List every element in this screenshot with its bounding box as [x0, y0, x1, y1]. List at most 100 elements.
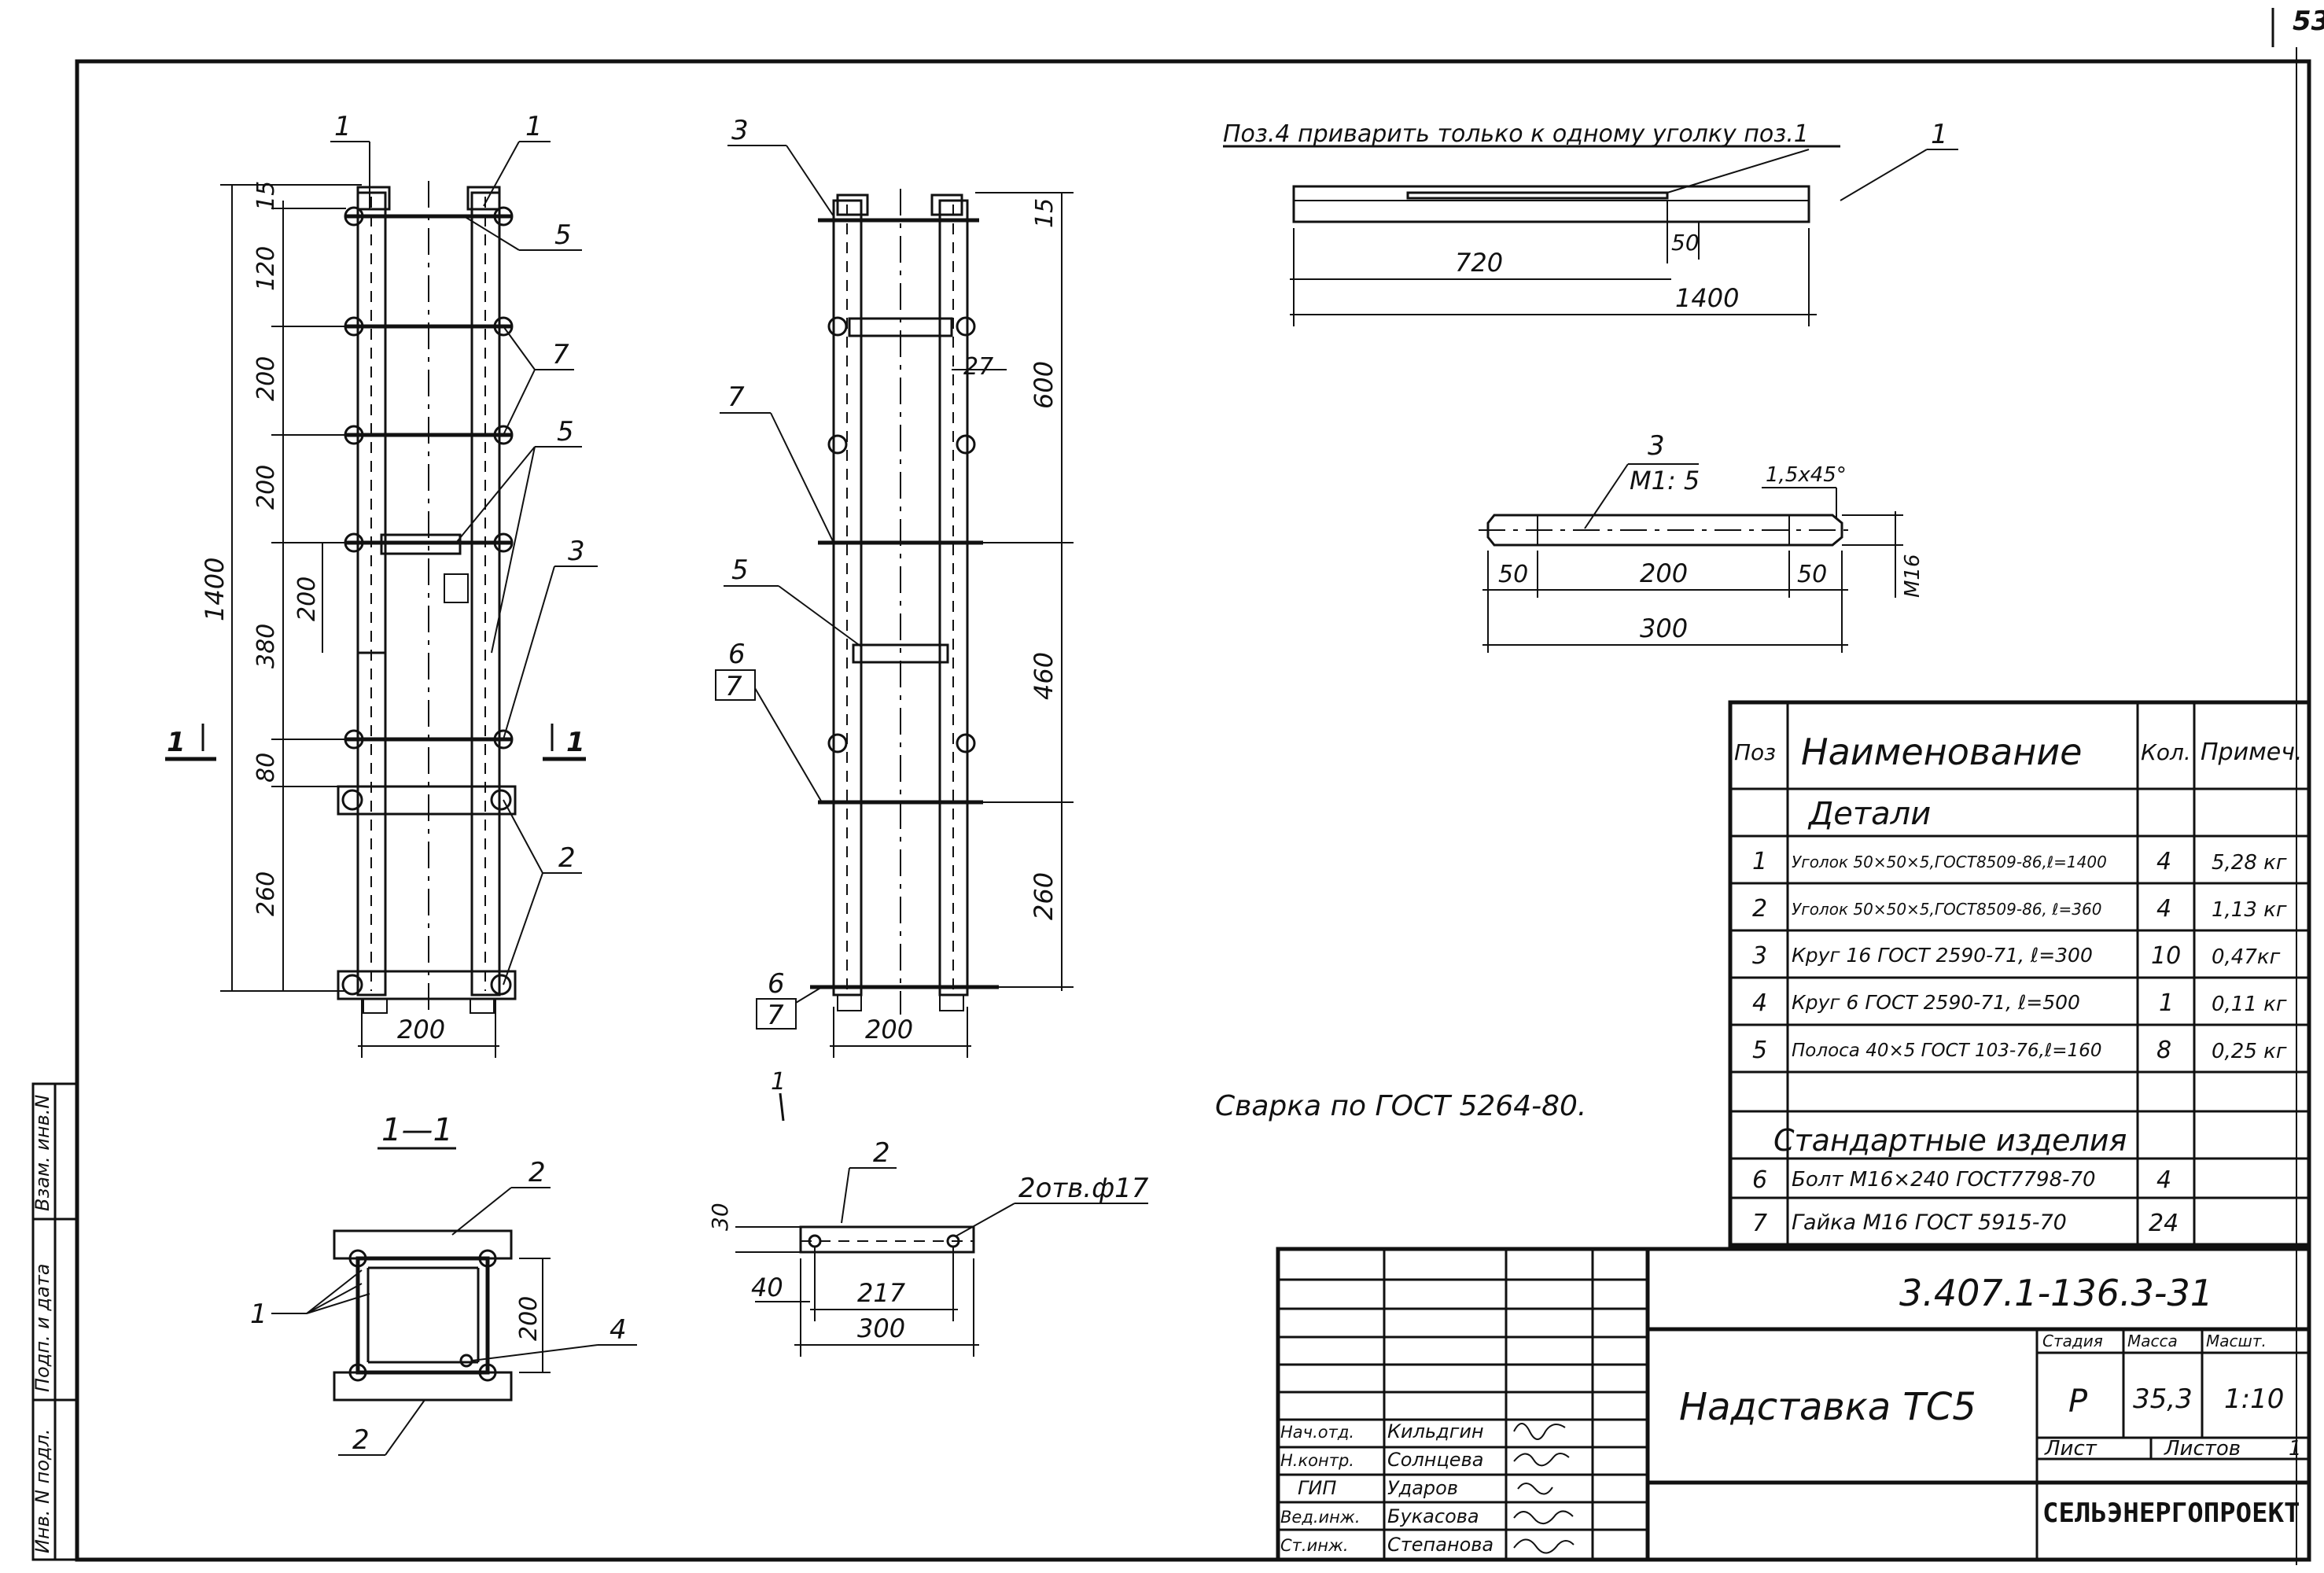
- sheets-label: Листов: [2164, 1437, 2241, 1461]
- left-stamp-strip: Инв. N подл. Подп. и дата Взам. инв.N: [31, 1082, 79, 1561]
- section-angle-top: [333, 1229, 513, 1260]
- spec-header-qty: Кол.: [2141, 739, 2191, 765]
- front-dim-15: 15: [252, 181, 280, 211]
- mass-label: Масса: [2127, 1332, 2178, 1350]
- front-callout-2: 2: [558, 842, 576, 874]
- spec-row-1-name: Уголок 50×50×5,ГОСТ8509-86,ℓ=1400: [1792, 853, 2107, 871]
- detail4-dim-50: 50: [1671, 230, 1700, 256]
- front-dim-200-b: 200: [252, 465, 280, 510]
- spec-row-4-name: Круг 6 ГОСТ 2590-71, ℓ=500: [1792, 991, 2080, 1014]
- spec-header-note: Примеч.: [2201, 739, 2302, 766]
- staff-role-2: Н.контр.: [1280, 1451, 1354, 1470]
- staff-list: Нач.отд. Кильдгин Н.контр. Солнцева ГИП …: [1280, 1420, 1493, 1556]
- front-post-left: [356, 191, 387, 996]
- section-callout-2a: 2: [529, 1157, 546, 1188]
- side-callouts: 3 7 5 6 7 6 7: [715, 115, 862, 1031]
- detail2-dim-300: 300: [857, 1313, 905, 1343]
- front-dim-120: 120: [252, 246, 280, 291]
- spec-section-details: Детали: [1807, 796, 1931, 832]
- sheet-label: Лист: [2044, 1437, 2097, 1461]
- front-top-tab-right: [466, 186, 501, 211]
- staff-name-2: Солнцева: [1387, 1449, 1483, 1471]
- strip-inv-label: Инв. N подл.: [31, 1428, 53, 1553]
- side-dim-bottom: 200: [865, 1015, 913, 1044]
- signatures: [1513, 1423, 1575, 1554]
- sheets-value: 1: [2289, 1437, 2302, 1461]
- spec-row-6-pos: 6: [1752, 1166, 1767, 1194]
- section-inner-lines: [366, 1266, 480, 1364]
- side-dim-15: 15: [1031, 198, 1059, 228]
- section-angle-bottom: [333, 1371, 513, 1402]
- front-callout-5a: 5: [554, 219, 572, 251]
- staff-role-1: Нач.отд.: [1280, 1423, 1354, 1442]
- spec-row-5-qty: 8: [2156, 1037, 2171, 1064]
- spec-row-4-note: 0,11 кг: [2212, 993, 2287, 1016]
- detail3-callout: 3: [1648, 430, 1665, 462]
- side-dim-27: 27: [963, 353, 993, 381]
- stage-label: Стадия: [2042, 1332, 2103, 1350]
- section-mark-left: 1: [167, 727, 186, 758]
- spec-row-4-qty: 1: [2159, 989, 2174, 1017]
- spec-row-5-name: Полоса 40×5 ГОСТ 103-76,ℓ=160: [1792, 1041, 2101, 1061]
- detail3-dim-50a: 50: [1498, 561, 1528, 588]
- spec-row-3-name: Круг 16 ГОСТ 2590-71, ℓ=300: [1792, 944, 2093, 967]
- front-callout-5b: 5: [557, 416, 574, 448]
- staff-name-3: Ударов: [1387, 1477, 1458, 1499]
- scale-label: Масшт.: [2206, 1332, 2267, 1350]
- detail3-chamfer: 1,5x45°: [1766, 463, 1847, 487]
- spec-row-2-pos: 2: [1752, 895, 1767, 923]
- side-callout-7: 7: [727, 381, 745, 413]
- staff-role-5: Ст.инж.: [1280, 1536, 1349, 1555]
- org-name: СЕЛЬЭНЕРГОПРОЕКТ: [2042, 1497, 2300, 1529]
- front-dim-380: 380: [252, 624, 280, 669]
- staff-name-1: Кильдгин: [1387, 1420, 1484, 1442]
- front-dim-200-c: 200: [293, 577, 321, 621]
- spec-row-1-pos: 1: [1752, 848, 1767, 875]
- side-callout-7a: 7: [725, 671, 742, 702]
- sheet-frame: [75, 59, 2311, 1562]
- side-dim-260: 260: [1029, 872, 1059, 920]
- spec-table: Поз Наименование Кол. Примеч. Детали Ста…: [1728, 700, 2311, 1247]
- side-dim-600: 600: [1029, 361, 1059, 409]
- spec-header-name: Наименование: [1801, 731, 2082, 773]
- front-callout-7: 7: [552, 339, 569, 370]
- spec-row-2-note: 1,13 кг: [2212, 898, 2287, 922]
- detail3-dim-200: 200: [1640, 558, 1688, 588]
- detail-pos2: 2 2отв.ф17 30 40 217 300: [707, 1137, 1149, 1357]
- stage-value: Р: [2068, 1383, 2088, 1420]
- detail-pos4: Поз.4 приварить только к одному уголку п…: [1223, 119, 1958, 326]
- spec-rows-details: 1 Уголок 50×50×5,ГОСТ8509-86,ℓ=1400 4 5,…: [1752, 848, 2287, 1064]
- spec-row-5-note: 0,25 кг: [2212, 1040, 2287, 1063]
- spec-row-7-qty: 24: [2149, 1210, 2179, 1237]
- front-dim-ticks: [220, 184, 362, 992]
- front-dim-bottom: 200: [397, 1015, 445, 1044]
- side-callout-6a: 6: [728, 639, 746, 670]
- side-dim-460: 460: [1029, 652, 1059, 700]
- spec-section-standard: Стандартные изделия: [1773, 1123, 2127, 1158]
- strip-replace-label: Взам. инв.N: [31, 1095, 53, 1211]
- detail3-scale: М1: 5: [1630, 466, 1700, 495]
- spec-row-7-name: Гайка М16 ГОСТ 5915-70: [1792, 1210, 2067, 1235]
- scale-value: 1:10: [2224, 1383, 2284, 1415]
- spec-row-4-pos: 4: [1752, 989, 1767, 1017]
- spec-row-5-pos: 5: [1752, 1037, 1767, 1064]
- front-view: 15 120 200 200 200 380 80 260 1400 200 1…: [165, 111, 598, 1058]
- page-number: 53: [2293, 6, 2324, 37]
- welding-note: Сварка по ГОСТ 5264-80.: [1215, 1090, 1586, 1122]
- detail2-callout: 2: [873, 1137, 890, 1169]
- staff-role-3: ГИП: [1298, 1477, 1336, 1499]
- staff-role-4: Вед.инж.: [1280, 1508, 1361, 1527]
- side-callout-5: 5: [731, 554, 749, 586]
- spec-row-2-name: Уголок 50×50×5,ГОСТ8509-86, ℓ=360: [1792, 900, 2101, 919]
- front-dim-200-a: 200: [252, 356, 280, 401]
- detail-pos3: 3 М1: 5 1,5x45° М16 50 200 50 300: [1479, 430, 1924, 653]
- spec-row-3-pos: 3: [1752, 942, 1767, 970]
- section-1-1: 1—1 200 2 1 4 2: [250, 1112, 637, 1456]
- side-rods: [810, 218, 999, 989]
- spec-row-3-note: 0,47кг: [2212, 945, 2281, 969]
- spec-row-6-name: Болт М16×240 ГОСТ7798-70: [1792, 1168, 2096, 1192]
- section-mark-right: 1: [566, 727, 585, 758]
- detail4-dim-1400: 1400: [1675, 283, 1739, 313]
- front-callout-1a: 1: [334, 111, 352, 142]
- spec-row-7-pos: 7: [1752, 1210, 1767, 1237]
